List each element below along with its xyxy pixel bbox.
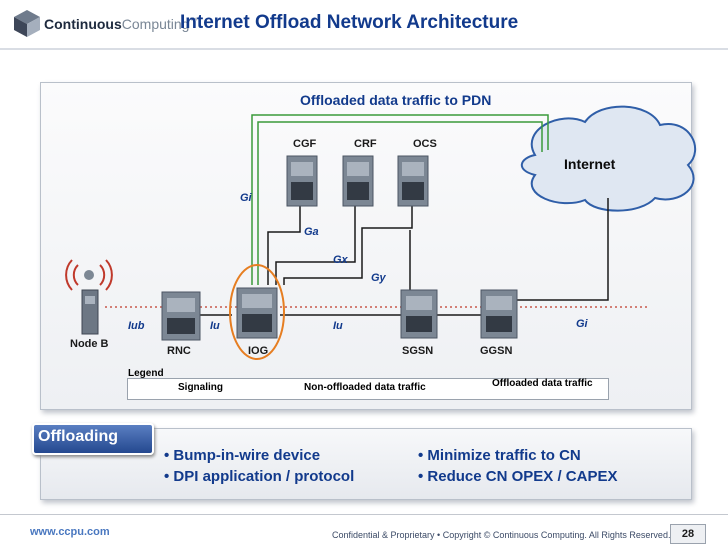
legend-offloaded: Offloaded data traffic — [492, 378, 593, 389]
page-number: 28 — [670, 524, 706, 544]
ggsn-label: GGSN — [480, 345, 513, 357]
ggsn-server-icon — [480, 289, 518, 339]
ga-interface-label: Ga — [304, 226, 319, 238]
iog-label: IOG — [248, 345, 269, 357]
title-divider — [0, 48, 728, 50]
offloading-bullet-left-2: • DPI application / protocol — [164, 468, 355, 485]
iu-right-interface-label: Iu — [333, 320, 343, 332]
rnc-label: RNC — [167, 345, 191, 357]
gi-top-interface-label: Gi — [240, 192, 252, 204]
offloading-bullet-left-1: • Bump-in-wire device — [164, 447, 321, 464]
page-title: Internet Offload Network Architecture — [180, 12, 519, 33]
offload-heading: Offloaded data traffic to PDN — [300, 92, 492, 108]
logo-brand-light: Computing — [121, 16, 190, 32]
sgsn-label: SGSN — [402, 345, 434, 357]
iu-left-interface-label: Iu — [210, 320, 220, 332]
non-offloaded-links — [200, 198, 609, 316]
footer-divider — [0, 514, 728, 515]
offloading-bullet-right-1: • Minimize traffic to CN — [418, 447, 581, 464]
logo-text: ContinuousComputing™ — [44, 16, 197, 32]
logo — [12, 8, 42, 38]
servers — [161, 155, 518, 360]
internet-label: Internet — [564, 156, 616, 172]
crf-server-icon — [342, 155, 374, 207]
logo-brand-bold: Continuous — [44, 16, 122, 32]
rnc-server-icon — [161, 291, 201, 341]
legend-signaling: Signaling — [178, 382, 223, 393]
ocs-label: OCS — [413, 138, 437, 150]
ocs-server-icon — [397, 155, 429, 207]
node-b-antenna-icon — [65, 259, 113, 335]
cgf-server-icon — [286, 155, 318, 207]
iog-highlight — [229, 264, 285, 360]
footer-url[interactable]: www.ccpu.com — [30, 526, 110, 538]
footer-confidential: Confidential & Proprietary • Copyright ©… — [332, 530, 671, 540]
iog-server-icon — [236, 287, 278, 339]
gy-interface-label: Gy — [371, 272, 386, 284]
sgsn-server-icon — [400, 289, 438, 339]
legend-non-offloaded: Non-offloaded data traffic — [304, 382, 426, 393]
logo-cube-icon — [14, 10, 40, 37]
offloading-tag — [32, 423, 154, 455]
legend-title: Legend — [128, 368, 164, 379]
node-b-label: Node B — [70, 338, 109, 350]
iub-interface-label: Iub — [128, 320, 145, 332]
logo-trademark: ™ — [189, 16, 198, 25]
gx-interface-label: Gx — [333, 254, 348, 266]
internet-cloud-icon — [520, 105, 697, 212]
cgf-label: CGF — [293, 138, 317, 150]
offloading-tag-label: Offloading — [38, 428, 118, 445]
crf-label: CRF — [354, 138, 377, 150]
offloaded-links — [251, 114, 549, 285]
offloading-bullet-right-2: • Reduce CN OPEX / CAPEX — [418, 468, 618, 485]
gi-right-interface-label: Gi — [576, 318, 588, 330]
legend-box — [127, 378, 609, 400]
